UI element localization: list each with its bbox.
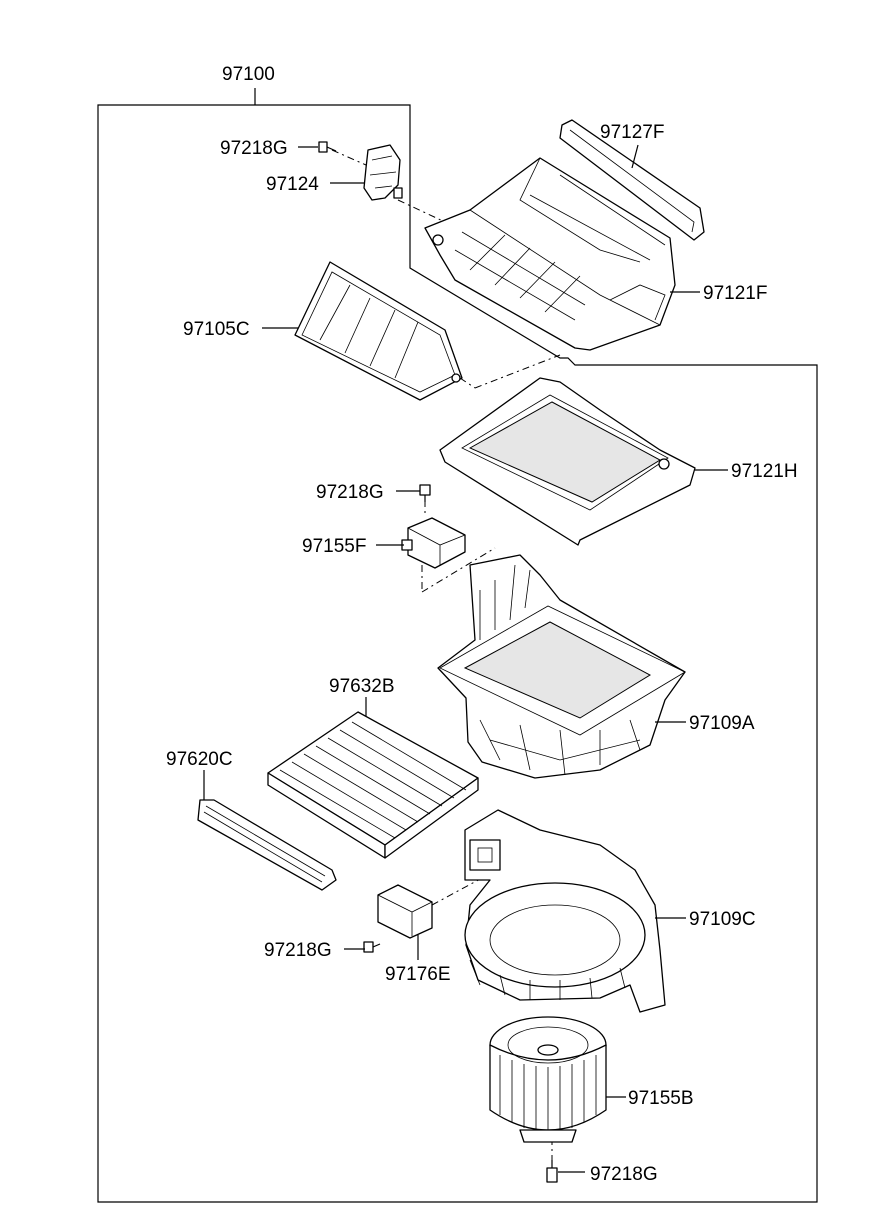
label-bolt-top: 97218G: [220, 138, 288, 159]
intake-door-drawing: [294, 261, 463, 401]
actuator-drawing: [363, 144, 403, 201]
label-bolt-low: 97218G: [264, 940, 332, 961]
label-blower-motor: 97155B: [628, 1088, 694, 1109]
label-intake-door: 97105C: [183, 319, 250, 340]
upper-case-drawing: [424, 157, 676, 351]
bolt-top-drawing: [318, 141, 337, 153]
label-cover: 97620C: [166, 749, 233, 770]
label-frame: 97121H: [731, 461, 798, 482]
bolt-bottom-drawing: [546, 1160, 558, 1183]
cover-drawing: [197, 799, 337, 891]
label-gasket: 97127F: [600, 122, 664, 143]
label-bolt-mid: 97218G: [316, 482, 384, 503]
bolt-mid-drawing: [419, 484, 431, 502]
assembly-boundary: [97, 88, 818, 1203]
label-filter: 97632B: [329, 676, 395, 697]
blower-motor-drawing: [489, 1016, 607, 1143]
label-resistor: 97155F: [302, 536, 366, 557]
part-labels: 97100 97218G 97124 97127F 97121F 97105C …: [166, 64, 798, 1185]
gasket-drawing: [559, 119, 705, 241]
label-upper-case: 97121F: [703, 283, 767, 304]
resistor-drawing: [401, 517, 466, 569]
module-drawing: [377, 884, 433, 939]
label-case-lower: 97109C: [689, 909, 756, 930]
filter-drawing: [267, 711, 479, 859]
label-module: 97176E: [385, 964, 451, 985]
bolt-low-drawing: [363, 941, 381, 953]
case-lower-drawing: [464, 809, 666, 1013]
frame-drawing: [439, 377, 696, 546]
label-bolt-bottom: 97218G: [590, 1164, 658, 1185]
assembly-number: 97100: [222, 64, 275, 85]
case-upper-drawing: [437, 554, 686, 779]
label-case-upper: 97109A: [689, 713, 755, 734]
leader-lines: [203, 144, 728, 1173]
label-actuator: 97124: [266, 174, 319, 195]
